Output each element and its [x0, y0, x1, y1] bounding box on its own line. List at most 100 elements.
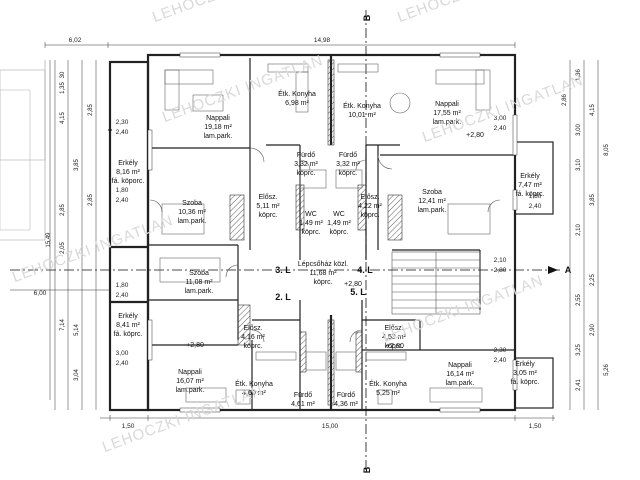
apartment-label-3: 3. L: [275, 265, 291, 275]
dimension-lines: [10, 42, 599, 421]
room-floor: lam.park.: [446, 380, 475, 387]
room-name: Erkély: [515, 361, 535, 368]
room-floor: köprc.: [384, 343, 403, 350]
room-floor: fá. köprc.: [516, 191, 545, 198]
dim-right: 2,55: [576, 294, 582, 306]
room-area: 16,14 m²: [446, 371, 474, 378]
room-etk-konyha-2: Étk. Konyha 4,60 m²: [235, 379, 273, 397]
room-eloszoba-5: Elősz. 4,53 m² köprc.: [382, 325, 406, 350]
room-eloszoba-2: Elősz. 4,16 m² köprc.: [241, 325, 265, 350]
room-area: 4,53 m²: [382, 334, 406, 341]
room-area: 3,05 m²: [513, 370, 537, 377]
room-lepcsohaz: Lépcsőház közl. 11,68 m² köprc.: [298, 261, 348, 286]
dim-left: 2,85: [60, 204, 66, 216]
adjacent-building: [0, 60, 51, 400]
room-floor: fá. köprc.: [114, 331, 143, 338]
doors: [149, 147, 501, 343]
room-szoba-2: Szoba 11,08 m² lam.park.: [185, 270, 214, 295]
room-area: 1,49 m²: [327, 220, 351, 227]
room-erkely-5: Erkély 3,05 m² fá. köprc.: [511, 361, 540, 386]
room-name: Szoba: [182, 200, 202, 207]
room-name: Nappali: [178, 369, 202, 376]
dim-bottom-left: 1,50: [122, 423, 135, 430]
room-floor: lam.park.: [433, 119, 462, 126]
room-erkely-2: Erkély 8,41 m² fá. köprc.: [114, 313, 143, 338]
room-nappali-2: Nappali 16,07 m² lam.park.: [176, 369, 205, 394]
room-area: 12,41 m²: [418, 198, 446, 205]
room-area: 4,36 m²: [334, 401, 358, 408]
room-area: 8,41 m²: [116, 322, 140, 329]
dim-inner: 2,40: [494, 357, 507, 364]
room-name: WC: [305, 211, 317, 218]
room-area: 16,07 m²: [176, 378, 204, 385]
room-erkely-1: Erkély 8,16 m² fá. köporc.: [112, 160, 145, 185]
dim-inner: 2,40: [116, 292, 129, 299]
level-marker: +2,80: [344, 281, 362, 288]
staircase: [391, 251, 481, 315]
dim-inner: 2,40: [116, 197, 129, 204]
room-name: Fürdő: [339, 152, 357, 159]
room-name: Elősz.: [360, 194, 379, 201]
room-floor: lam.park.: [418, 207, 447, 214]
section-line-b: B B: [362, 10, 372, 473]
dim-left-overall: 6,00: [34, 290, 47, 297]
room-name: Étk. Konyha: [278, 89, 316, 98]
room-area: 4,61 m²: [291, 401, 315, 408]
room-name: Erkély: [520, 173, 540, 180]
room-floor: köprc.: [243, 343, 262, 350]
room-area: 11,08 m²: [185, 279, 213, 286]
room-floor: köprc.: [338, 170, 357, 177]
room-name: Étk. Konyha: [343, 101, 381, 110]
room-area: 4,22 m²: [358, 203, 382, 210]
room-area: 5,11 m²: [256, 203, 280, 210]
dim-left: 7,14: [60, 319, 66, 331]
dim-right: 3,85: [590, 194, 596, 206]
room-area: 8,16 m²: [116, 169, 140, 176]
room-name: Erkély: [118, 160, 138, 167]
room-name: Elősz.: [243, 325, 262, 332]
dim-top-left: 6,02: [69, 37, 82, 44]
room-szoba-1: Szoba 10,36 m² lam.park.: [178, 200, 207, 225]
furniture: [159, 63, 491, 405]
room-name: Étk. Konyha: [369, 379, 407, 388]
room-area: 3,32 m²: [336, 161, 360, 168]
room-nappali-4: Nappali 17,55 m² lam.park.: [433, 101, 462, 126]
windows: [108, 52, 518, 413]
dim-left: 5,14: [74, 324, 80, 336]
dim-inner: 3,00: [494, 115, 507, 122]
room-area: 1,49 m²: [299, 220, 323, 227]
room-area: 19,18 m²: [204, 124, 232, 131]
level-marker: +2,80: [186, 342, 204, 349]
dim-right: 5,26: [604, 364, 610, 376]
dim-right: 4,15: [590, 104, 596, 116]
dim-inner: 2,40: [116, 360, 129, 367]
room-floor: fá. köporc.: [112, 178, 145, 185]
room-nappali-1: Nappali 19,18 m² lam.park.: [204, 115, 233, 140]
room-nappali-5: Nappali 16,14 m² lam.park.: [446, 362, 475, 387]
dim-left: 3,04: [74, 369, 80, 381]
dim-left: 2,85: [88, 194, 94, 206]
dim-right: 2,90: [590, 324, 596, 336]
room-name: Nappali: [448, 362, 472, 369]
room-wc-4: WC 1,49 m² köprc.: [327, 211, 351, 236]
room-name: Nappali: [206, 115, 230, 122]
dim-left: 3,85: [74, 159, 80, 171]
dim-inner: 2,30: [116, 119, 129, 126]
room-name: Fürdő: [294, 392, 312, 399]
dim-left: 2,05: [60, 242, 66, 254]
section-mark-b-top: B: [362, 14, 372, 21]
room-eloszoba-4: Elősz. 4,22 m² köprc.: [358, 194, 382, 219]
section-line-a: A: [10, 265, 572, 275]
room-name: Erkély: [118, 313, 138, 320]
section-mark-a: A: [565, 265, 572, 275]
room-name: Elősz.: [384, 325, 403, 332]
dim-bottom-right: 1,50: [529, 423, 542, 430]
room-name: Nappali: [435, 101, 459, 108]
room-area: 17,55 m²: [433, 110, 461, 117]
dim-inner: 1,80: [529, 193, 542, 200]
dim-right: 2,25: [590, 274, 596, 286]
dim-left: 15,49: [46, 232, 52, 248]
room-floor: köprc.: [301, 229, 320, 236]
room-name: Elősz.: [258, 194, 277, 201]
